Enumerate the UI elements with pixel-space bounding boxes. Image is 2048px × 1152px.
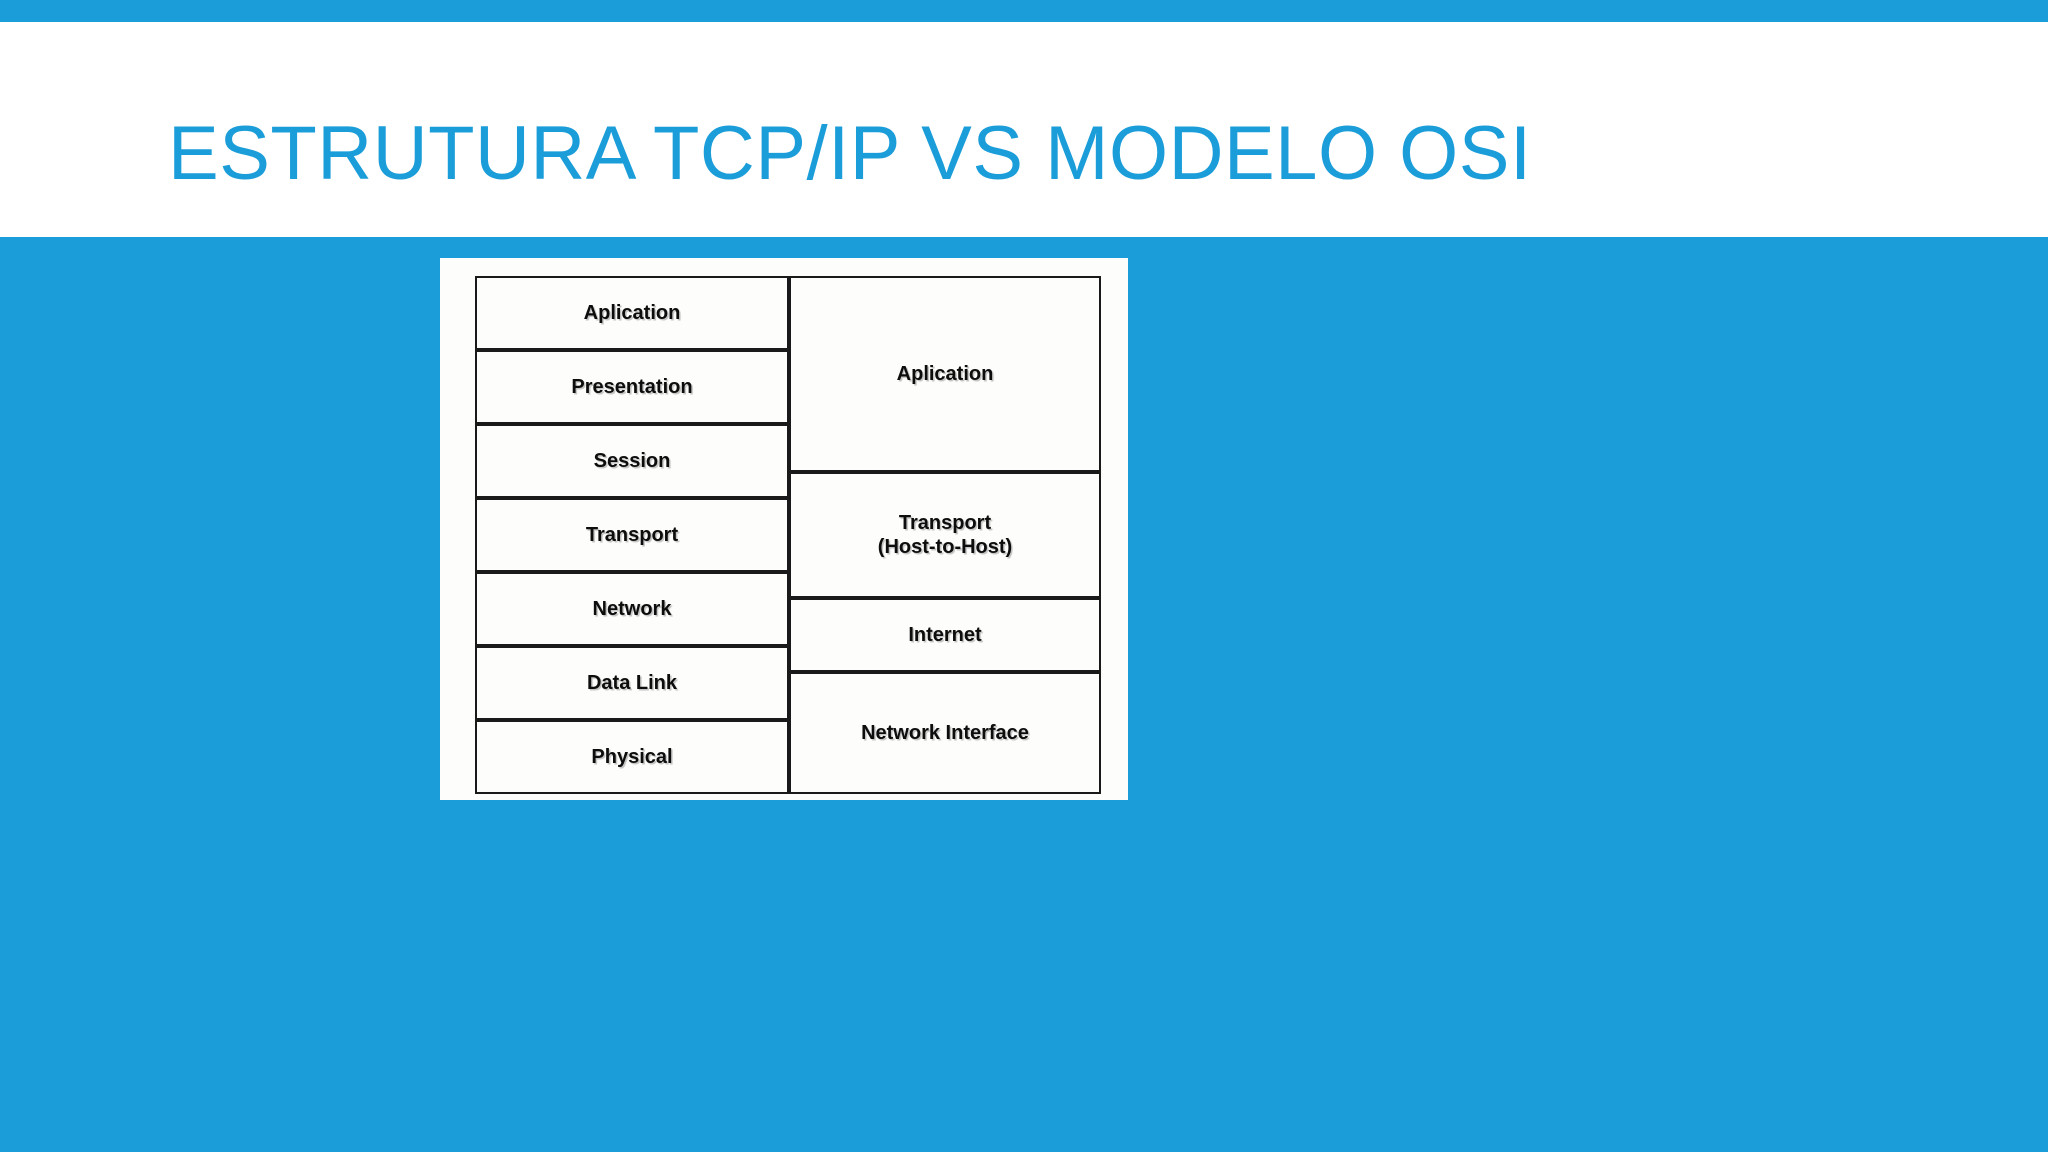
osi-layer-physical: Physical (475, 720, 789, 794)
osi-layer-transport: Transport (475, 498, 789, 572)
tcpip-layer-internet: Internet (789, 598, 1101, 672)
osi-layer-network: Network (475, 572, 789, 646)
tcpip-layer-network-interface: Network Interface (789, 672, 1101, 794)
osi-tcpip-comparison-table: Aplication Presentation Session Transpor… (475, 276, 1101, 794)
osi-layer-label: Aplication (583, 302, 681, 324)
tcpip-layer-label: Network Interface (861, 722, 1029, 744)
tcpip-layer-label: Internet (908, 624, 982, 646)
osi-layer-label: Physical (591, 746, 673, 768)
osi-model-column: Aplication Presentation Session Transpor… (475, 276, 789, 794)
osi-layer-session: Session (475, 424, 789, 498)
osi-layer-label: Data Link (586, 672, 678, 694)
tcpip-layer-transport-host-to-host: Transport (Host-to-Host) (789, 472, 1101, 598)
osi-layer-label: Transport (585, 524, 679, 546)
top-accent-bar (0, 0, 2048, 22)
tcpip-model-column: Aplication Transport (Host-to-Host) Inte… (789, 276, 1101, 794)
osi-layer-label: Network (592, 598, 672, 620)
diagram-panel: Aplication Presentation Session Transpor… (440, 258, 1128, 800)
osi-layer-aplication: Aplication (475, 276, 789, 350)
osi-layer-label: Session (593, 450, 671, 472)
tcpip-layer-aplication: Aplication (789, 276, 1101, 472)
osi-layer-data-link: Data Link (475, 646, 789, 720)
page-title: ESTRUTURA TCP/IP VS MODELO OSI (168, 111, 1532, 196)
tcpip-layer-label: Transport (Host-to-Host) (877, 512, 1013, 558)
osi-layer-presentation: Presentation (475, 350, 789, 424)
osi-layer-label: Presentation (571, 376, 693, 398)
tcpip-layer-label: Aplication (896, 363, 994, 385)
title-band: ESTRUTURA TCP/IP VS MODELO OSI (0, 22, 2048, 237)
